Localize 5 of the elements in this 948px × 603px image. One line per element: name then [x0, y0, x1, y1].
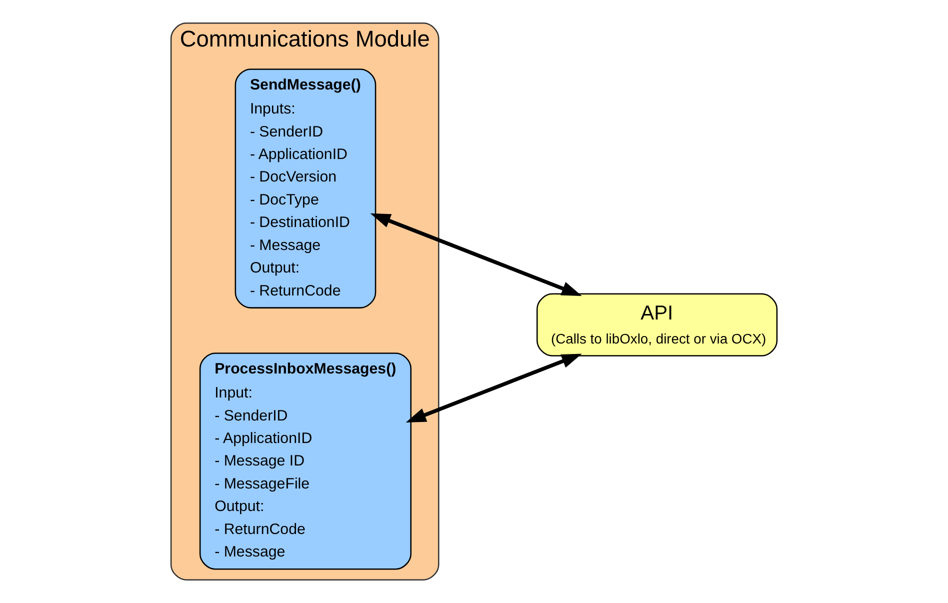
node-box: API (Calls to libOxlo, direct or via OCX) [536, 293, 778, 356]
node-box: SendMessage() Inputs: - SenderID - ApplicationID - DocVersion - DocType - DestinationID - Message Output: - ReturnCode [234, 68, 376, 308]
node-box: ProcessInboxMessages() Input: - SenderID - ApplicationID - Message ID - MessageFile Output: - ReturnCode - Message [199, 352, 412, 570]
arrow [370, 213, 582, 296]
arrow [406, 354, 582, 422]
